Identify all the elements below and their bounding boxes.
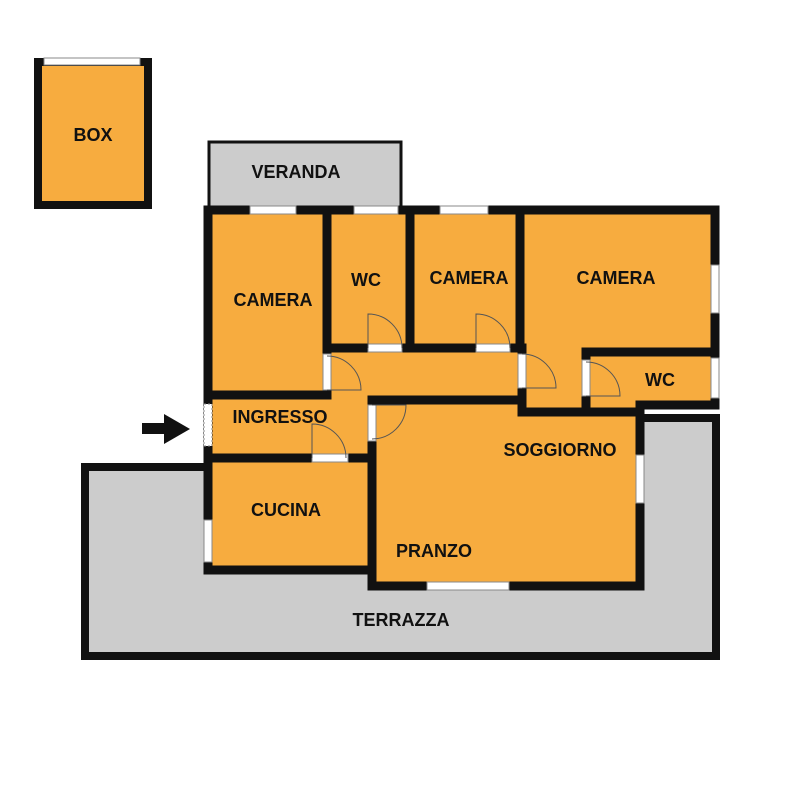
door-gap-wc2	[581, 359, 591, 397]
label-pranzo: PRANZO	[396, 541, 472, 561]
label-veranda: VERANDA	[251, 162, 340, 182]
door-gap-cucina	[311, 453, 349, 463]
door-gap-wc1	[367, 343, 403, 353]
window-camera2-top	[439, 205, 489, 215]
window-camera1-top	[249, 205, 297, 215]
door-gap-soggiorno	[367, 404, 377, 442]
door-swing-cucina	[311, 423, 347, 459]
label-wc-2: WC	[645, 370, 675, 390]
door-gap-camera1	[322, 353, 332, 391]
doors	[311, 313, 621, 463]
window-ingresso-left	[203, 403, 213, 447]
door-gap-camera3	[517, 353, 527, 389]
window-soggiorno-right	[635, 454, 645, 504]
label-camera-1: CAMERA	[234, 290, 313, 310]
label-terrazza: TERRAZZA	[353, 610, 450, 630]
door-swing-soggiorno	[371, 404, 407, 440]
door-swing-camera3	[521, 353, 557, 389]
arrow-right-icon	[142, 414, 190, 444]
door-swing-wc1	[367, 313, 403, 349]
box-unit: BOX	[34, 57, 152, 209]
label-box: BOX	[73, 125, 112, 145]
window-pranzo-bottom	[426, 581, 510, 591]
walls	[203, 205, 720, 591]
box-window	[43, 57, 141, 66]
door-gap-camera2	[475, 343, 511, 353]
window-cucina-left	[203, 519, 213, 563]
windows	[203, 205, 720, 591]
label-cucina: CUCINA	[251, 500, 321, 520]
window-wc1-top	[353, 205, 399, 215]
label-camera-3: CAMERA	[577, 268, 656, 288]
window-wc2-right	[710, 357, 720, 399]
door-swing-camera2	[475, 313, 511, 349]
door-swing-wc2	[585, 361, 621, 397]
box-floor	[34, 58, 152, 209]
label-ingresso: INGRESSO	[232, 407, 327, 427]
label-camera-2: CAMERA	[430, 268, 509, 288]
label-wc-1: WC	[351, 270, 381, 290]
door-swing-camera1	[326, 355, 362, 391]
window-camera3-right	[710, 264, 720, 314]
label-soggiorno: SOGGIORNO	[503, 440, 616, 460]
